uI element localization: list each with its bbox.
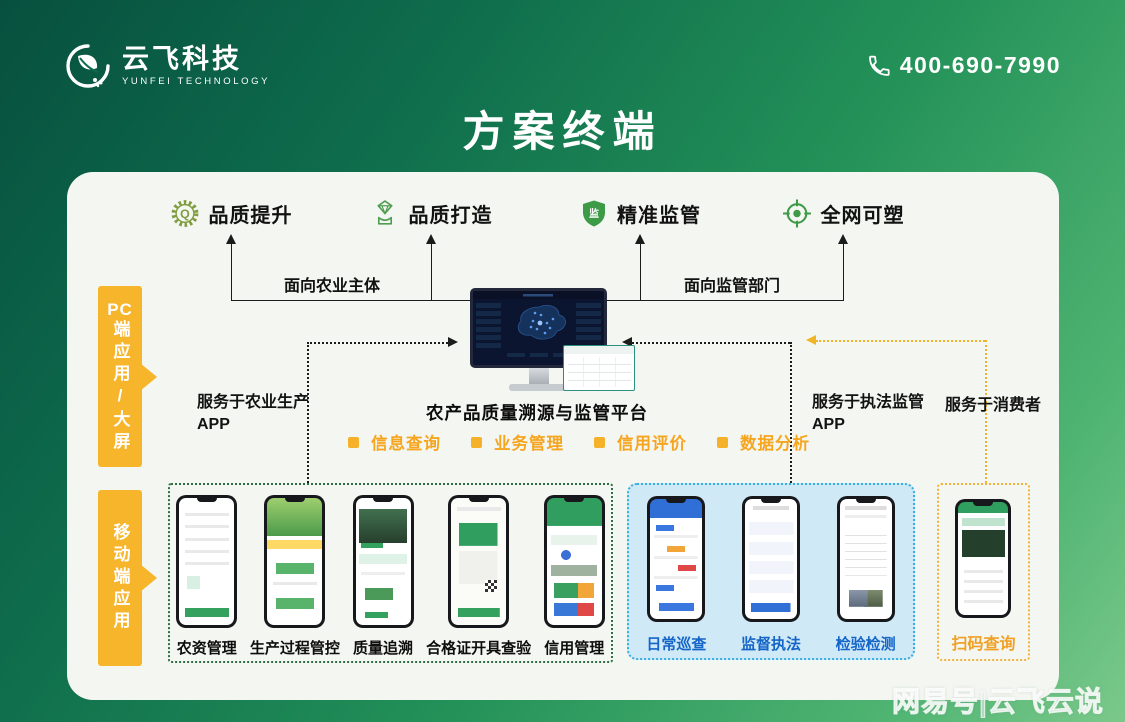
app-label: 质量追溯 bbox=[352, 640, 413, 657]
pc-banner-prefix: PC bbox=[107, 299, 133, 319]
app-label: 日常巡查 bbox=[646, 636, 707, 653]
connector-dotted-yellow-horizontal bbox=[816, 340, 985, 342]
qr-code-icon bbox=[485, 579, 498, 592]
feature-item: 数据分析 bbox=[717, 430, 810, 454]
platform-features-row: 信息查询 业务管理 信用评价 数据分析 bbox=[348, 430, 810, 454]
benefit-item-network: 全网可塑 bbox=[782, 196, 905, 230]
feature-label: 业务管理 bbox=[494, 435, 564, 453]
service-consumer-label: 服务于消费者 bbox=[945, 397, 1042, 414]
app-label: 生产过程管控 bbox=[249, 640, 340, 657]
mobile-banner-text: 移动端应用 bbox=[110, 523, 130, 633]
page-title: 方案终端 bbox=[462, 108, 663, 155]
pc-banner-text: 端应用/大屏 bbox=[110, 319, 130, 454]
arrow-left-yellow-icon bbox=[806, 335, 816, 345]
connector-dotted-left-vertical bbox=[307, 342, 309, 483]
app-column: 信用管理 bbox=[543, 495, 605, 658]
phone-number: 400-690-7990 bbox=[899, 52, 1061, 78]
app-column: 监督执法 bbox=[741, 496, 801, 654]
square-bullet-icon bbox=[717, 436, 728, 448]
gear-quality-icon: Q bbox=[171, 199, 199, 227]
square-bullet-icon bbox=[471, 436, 482, 448]
app-label: 农资管理 bbox=[176, 640, 237, 657]
app-column: 生产过程管控 bbox=[250, 495, 340, 658]
flow-label-regulator: 面向监管部门 bbox=[677, 272, 787, 296]
feature-label: 信用评价 bbox=[617, 435, 687, 453]
feature-item: 信用评价 bbox=[594, 430, 687, 454]
arrow-up-icon bbox=[635, 234, 646, 244]
target-network-icon bbox=[783, 199, 811, 227]
phone-icon bbox=[868, 55, 890, 76]
app-column: 检验检测 bbox=[836, 496, 896, 654]
phone-mockup-certificate bbox=[448, 495, 510, 628]
benefit-label: 品质打造 bbox=[408, 204, 493, 227]
monitor-base bbox=[508, 384, 569, 391]
app-column: 日常巡查 bbox=[646, 496, 706, 654]
platform-caption: 农产品质量溯源与监管平台 bbox=[426, 403, 648, 423]
phone-mockup-traceability bbox=[352, 495, 414, 628]
phone-mockup-scan-query bbox=[955, 499, 1012, 618]
app-column: 扫码查询 bbox=[951, 499, 1016, 654]
flow-line-up-1 bbox=[231, 244, 232, 301]
app-column: 合格证开具查验 bbox=[426, 495, 531, 658]
phone-mockup-farm-supply bbox=[176, 495, 238, 628]
phone-contact: 400-690-7990 bbox=[867, 52, 1061, 79]
square-bullet-icon bbox=[594, 436, 605, 448]
app-label: 监督执法 bbox=[740, 636, 801, 653]
square-bullet-icon bbox=[348, 436, 359, 448]
benefit-label: 品质提升 bbox=[208, 204, 293, 227]
benefit-item-quality-build: 品质打造 bbox=[370, 196, 493, 230]
app-label: 检验检测 bbox=[835, 636, 896, 653]
flow-line-up-2 bbox=[431, 244, 432, 301]
pc-banner: PC 端应用/大屏 bbox=[98, 286, 142, 467]
phone-mockup-law-enforcement bbox=[741, 496, 800, 622]
shield-supervision-icon: 监 bbox=[583, 200, 605, 226]
mini-dashboard-window bbox=[563, 345, 635, 391]
phone-mockup-testing bbox=[836, 496, 895, 622]
flow-line-up-3 bbox=[640, 244, 641, 301]
phone-mockup-production bbox=[264, 495, 326, 628]
leaf-logo-icon bbox=[66, 44, 110, 88]
watermark: 网易号|云飞云说 bbox=[892, 686, 1104, 718]
arrow-left-icon bbox=[622, 337, 632, 347]
connector-dotted-right-horizontal bbox=[632, 342, 790, 344]
app-column: 质量追溯 bbox=[352, 495, 414, 658]
flow-label-agriculture: 面向农业主体 bbox=[277, 272, 387, 296]
app-label: 扫码查询 bbox=[951, 636, 1016, 653]
diamond-quality-icon bbox=[377, 199, 393, 225]
arrow-up-icon bbox=[838, 234, 849, 244]
benefit-item-supervision: 监 精准监管 bbox=[579, 196, 701, 230]
arrow-up-icon bbox=[226, 234, 237, 244]
benefit-label: 精准监管 bbox=[617, 204, 701, 227]
app-label: 信用管理 bbox=[544, 640, 605, 657]
app-label: 合格证开具查验 bbox=[426, 640, 532, 657]
feature-label: 信息查询 bbox=[371, 435, 441, 453]
feature-label: 数据分析 bbox=[740, 435, 810, 453]
phone-mockup-credit bbox=[543, 495, 605, 628]
brand-name-en: YUNFEI TECHNOLOGY bbox=[122, 76, 271, 88]
brand-logo: 云飞科技 YUNFEI TECHNOLOGY bbox=[64, 42, 270, 90]
benefit-item-quality-improve: Q 品质提升 bbox=[170, 196, 293, 230]
phone-mockup-patrol bbox=[647, 496, 706, 622]
monitor-stand bbox=[528, 368, 549, 384]
benefit-label: 全网可塑 bbox=[820, 204, 905, 227]
mobile-banner: 移动端应用 bbox=[98, 490, 142, 666]
feature-item: 信息查询 bbox=[348, 430, 441, 454]
arrow-up-icon bbox=[426, 234, 437, 244]
group-supervision-apps: 日常巡查 监督执法 检验检测 bbox=[627, 483, 915, 660]
svg-text:监: 监 bbox=[589, 207, 599, 220]
group-consumer-app: 扫码查询 bbox=[937, 483, 1030, 661]
flow-line-up-4 bbox=[843, 244, 844, 301]
svg-text:Q: Q bbox=[180, 207, 190, 221]
connector-dotted-left-horizontal bbox=[307, 342, 448, 344]
connector-dotted-right-vertical bbox=[790, 342, 792, 483]
feature-item: 业务管理 bbox=[471, 430, 564, 454]
app-column: 农资管理 bbox=[176, 495, 238, 658]
connector-dotted-yellow-vertical bbox=[985, 340, 987, 483]
main-card: Q 品质提升 品质打造 监 精准监管 全网可塑 面向农业主体 面向监管部门 bbox=[67, 172, 1059, 700]
brand-name-cn: 云飞科技 bbox=[122, 43, 242, 74]
arrow-right-icon bbox=[448, 337, 458, 347]
group-agriculture-apps: 农资管理 生产过程管控 质量追溯 合格证开具查验 信用管理 bbox=[168, 483, 613, 663]
